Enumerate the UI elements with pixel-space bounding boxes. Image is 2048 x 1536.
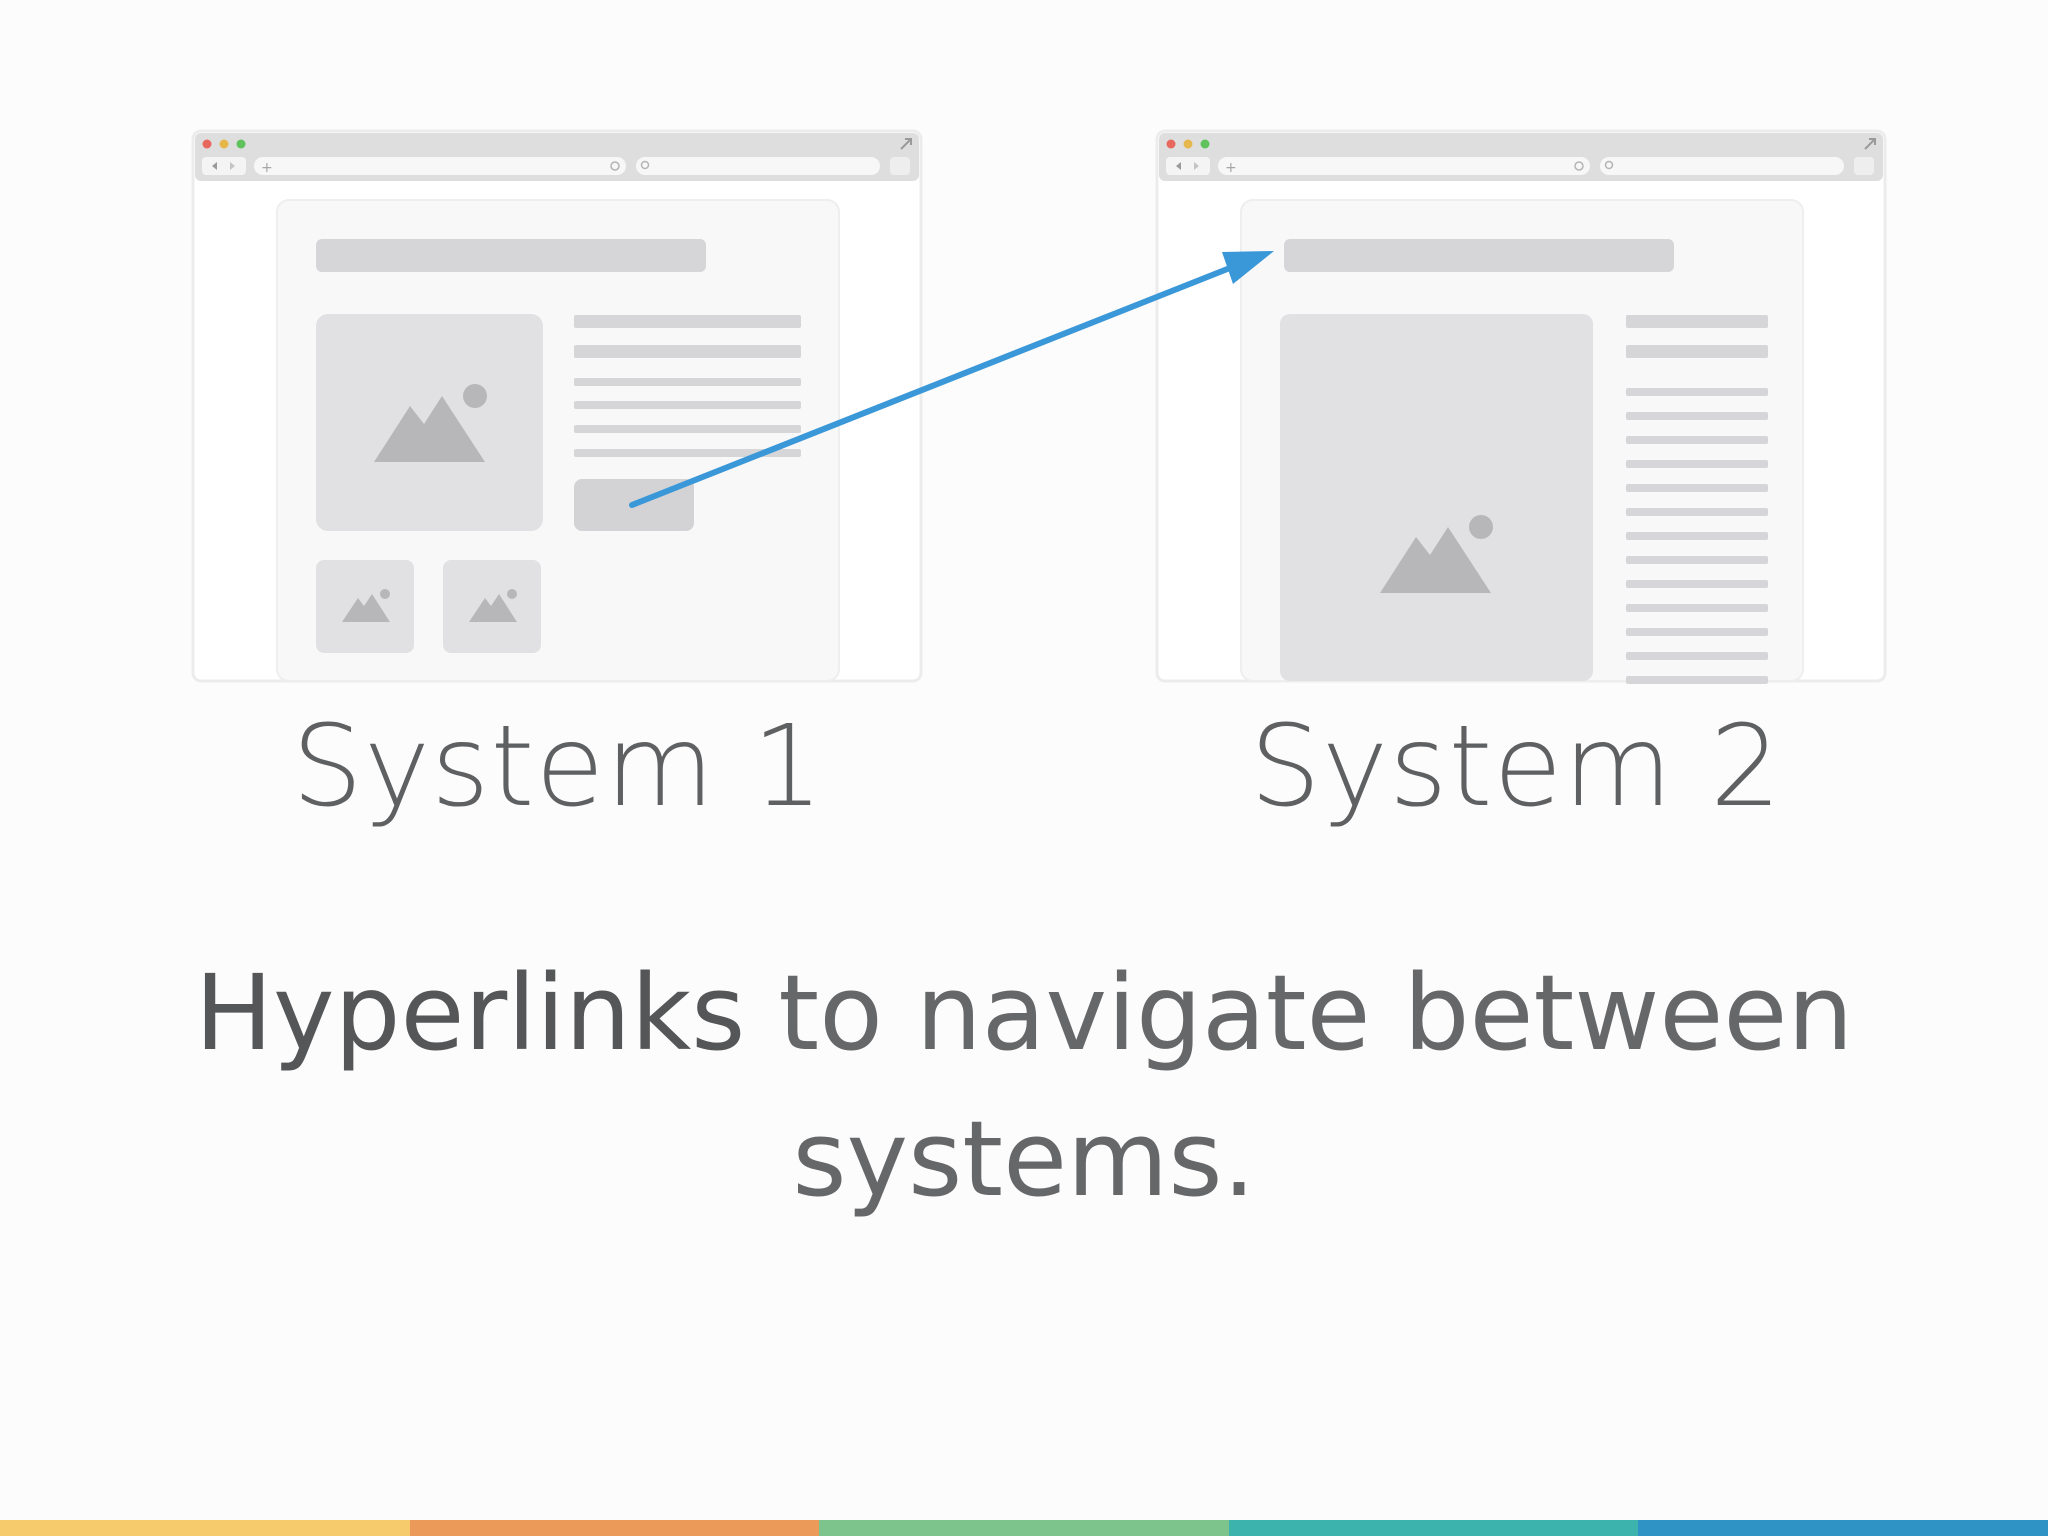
back-arrow-icon <box>1176 162 1181 170</box>
headline-rest: to navigate between systems. <box>745 952 1854 1220</box>
title-placeholder <box>1284 239 1674 272</box>
text-line <box>1626 388 1768 396</box>
footer-color-segment <box>0 1520 410 1536</box>
hyperlink-arrow <box>629 251 1274 508</box>
text-line <box>1626 628 1768 636</box>
text-line <box>574 378 801 386</box>
close-dot-icon <box>1166 139 1176 149</box>
refresh-icon <box>1574 161 1584 171</box>
text-line <box>1626 652 1768 660</box>
search-bar <box>1600 157 1844 175</box>
mountain-image-icon <box>342 589 390 622</box>
text-line <box>574 345 801 358</box>
footer-color-segment <box>409 1520 820 1536</box>
footer-color-segment <box>1228 1520 1639 1536</box>
text-line <box>1626 436 1768 444</box>
text-line <box>1626 580 1768 588</box>
system-1-label: System 1 <box>291 702 825 832</box>
system-2-browser-window: + <box>1155 129 1887 684</box>
footer-color-segment <box>1638 1520 2048 1536</box>
text-line <box>574 315 801 328</box>
plus-tab-icon: + <box>1225 160 1237 176</box>
headline: Hyperlinks to navigate between systems. <box>124 940 1924 1232</box>
nav-buttons <box>1166 157 1210 175</box>
footer-color-segment <box>819 1520 1229 1536</box>
mountain-image-icon <box>374 384 487 462</box>
minimize-dot-icon <box>1183 139 1193 149</box>
text-line <box>1626 676 1768 684</box>
text-line <box>1626 315 1768 328</box>
search-icon <box>640 160 650 170</box>
search-bar <box>636 157 880 175</box>
text-line <box>1626 345 1768 358</box>
nav-buttons <box>202 157 246 175</box>
text-line <box>574 401 801 409</box>
maximize-dot-icon <box>236 139 246 149</box>
address-bar <box>1218 157 1590 175</box>
text-lines <box>1626 388 1768 684</box>
text-line <box>1626 604 1768 612</box>
plus-tab-icon: + <box>261 160 273 176</box>
close-dot-icon <box>202 139 212 149</box>
system-1-browser-window: + <box>191 129 923 683</box>
text-line <box>1626 532 1768 540</box>
menu-button <box>890 157 910 175</box>
mountain-image-icon <box>469 589 517 622</box>
expand-icon <box>1864 138 1876 150</box>
forward-arrow-icon <box>1194 162 1199 170</box>
menu-button <box>1854 157 1874 175</box>
arrow-head-icon <box>1222 251 1274 284</box>
hero-image-placeholder <box>1280 314 1593 681</box>
back-arrow-icon <box>212 162 217 170</box>
text-line <box>574 425 801 433</box>
headline-strong: Hyperlinks <box>194 952 746 1074</box>
search-icon <box>1604 160 1614 170</box>
text-line <box>1626 412 1768 420</box>
text-line <box>1626 460 1768 468</box>
text-line <box>1626 484 1768 492</box>
title-placeholder <box>316 239 706 272</box>
address-bar <box>254 157 626 175</box>
footer-color-bar <box>0 1520 2048 1536</box>
refresh-icon <box>610 161 620 171</box>
minimize-dot-icon <box>219 139 229 149</box>
text-line <box>1626 508 1768 516</box>
maximize-dot-icon <box>1200 139 1210 149</box>
text-line <box>1626 556 1768 564</box>
mountain-image-icon <box>1380 515 1493 593</box>
expand-icon <box>900 138 912 150</box>
forward-arrow-icon <box>230 162 235 170</box>
text-line <box>574 449 801 457</box>
system-2-label: System 2 <box>1249 702 1783 832</box>
